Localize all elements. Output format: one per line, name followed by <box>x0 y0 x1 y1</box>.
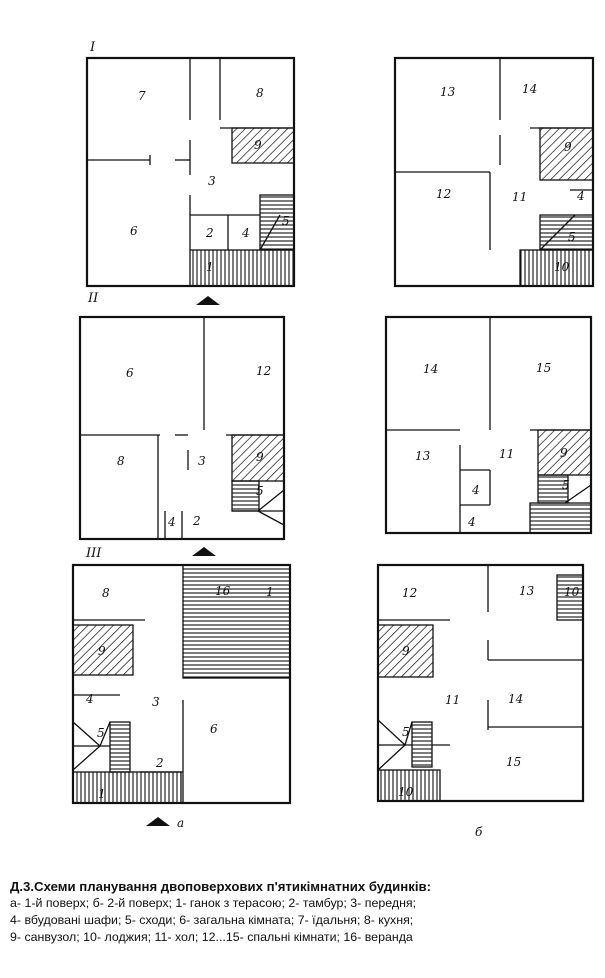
room-label: 14 <box>423 362 438 376</box>
room-labels-1b: 13 14 9 12 11 4 5 10 <box>436 82 585 274</box>
room-label: 12 <box>256 364 271 378</box>
room-label: 9 <box>560 446 568 460</box>
room-label: 9 <box>254 138 262 152</box>
room-label: 5 <box>97 726 105 740</box>
caption-title: Д.3.Схеми планування двоповерхових п'яти… <box>10 879 431 894</box>
room-label: 9 <box>256 450 264 464</box>
room-labels-3b: 12 13 10 9 11 14 5 15 10 <box>398 584 580 799</box>
room-label: 10 <box>554 260 570 274</box>
room-label: 1 <box>98 787 106 801</box>
room-label: 2 <box>205 226 214 240</box>
plan-3a <box>71 563 292 805</box>
entrance-arrow-icon <box>192 547 216 556</box>
room-label: 16 <box>215 584 231 598</box>
room-label: 2 <box>192 514 201 528</box>
room-labels-2a: 6 12 3 8 9 5 4 2 <box>117 364 271 529</box>
room-label: 11 <box>445 693 460 707</box>
room-label: 9 <box>402 644 410 658</box>
room-label: 13 <box>519 584 535 598</box>
room-label: 3 <box>198 454 206 468</box>
room-label: 5 <box>282 214 290 228</box>
room-label: 9 <box>564 140 572 154</box>
entrance-arrow-icon <box>196 296 220 305</box>
room-labels-2b: 14 15 13 11 9 4 5 4 <box>415 361 570 529</box>
room-label: 4 <box>167 515 176 529</box>
room-label: 5 <box>256 484 264 498</box>
room-label: 11 <box>512 190 527 204</box>
figure-caption: Д.3.Схеми планування двоповерхових п'яти… <box>10 878 600 946</box>
room-label: 4 <box>241 226 250 240</box>
room-label: 3 <box>152 695 160 709</box>
entrance-arrow-icon <box>146 817 170 826</box>
room-label: 5 <box>568 230 576 244</box>
room-label: 14 <box>522 82 537 96</box>
room-label: 10 <box>564 585 580 599</box>
room-label: 13 <box>440 85 456 99</box>
room-labels-3a: 8 16 1 9 4 3 5 6 2 1 <box>85 584 274 801</box>
room-label: 4 <box>576 189 585 203</box>
room-label: 12 <box>402 586 417 600</box>
column-mark-b: б <box>475 825 483 839</box>
room-label: 5 <box>562 478 570 492</box>
plan-1a <box>85 56 296 288</box>
room-label: 7 <box>138 89 146 103</box>
room-label: 6 <box>126 366 134 380</box>
room-label: 8 <box>102 586 110 600</box>
column-mark-a: а <box>177 816 184 830</box>
room-label: 3 <box>208 174 216 188</box>
plan-2a <box>78 315 286 541</box>
room-label: 4 <box>471 483 480 497</box>
room-label: 10 <box>398 785 414 799</box>
room-label: 6 <box>210 722 218 736</box>
caption-line: 4- вбудовані шафи; 5- сходи; 6- загальна… <box>10 913 414 927</box>
row-mark-1: I <box>89 40 96 55</box>
plan-3b <box>376 563 585 803</box>
room-label: 4 <box>467 515 476 529</box>
room-label: 15 <box>536 361 551 375</box>
plan-2b <box>384 315 593 535</box>
caption-line: а- 1-й поверх; б- 2-й поверх; 1- ганок з… <box>10 896 417 910</box>
room-label: 14 <box>508 692 523 706</box>
room-label: 8 <box>117 454 125 468</box>
room-label: 1 <box>266 585 274 599</box>
caption-line: 9- санвузол; 10- лоджия; 11- хол; 12...1… <box>10 930 413 944</box>
room-label: 2 <box>155 756 164 770</box>
room-label: 5 <box>402 725 410 739</box>
row-mark-3: III <box>85 546 102 561</box>
room-label: 11 <box>499 447 514 461</box>
room-labels-1a: 7 8 9 3 6 2 4 5 1 <box>130 86 290 274</box>
room-label: 9 <box>98 644 106 658</box>
room-label: 12 <box>436 187 451 201</box>
room-label: 15 <box>506 755 521 769</box>
row-mark-2: II <box>87 291 99 306</box>
room-label: 8 <box>256 86 264 100</box>
room-label: 4 <box>85 692 94 706</box>
room-label: 6 <box>130 224 138 238</box>
plan-1b <box>393 56 595 288</box>
room-label: 13 <box>415 449 431 463</box>
room-label: 1 <box>206 260 214 274</box>
floor-plans-diagram: I II III 7 8 9 3 6 2 4 5 1 <box>71 40 595 839</box>
